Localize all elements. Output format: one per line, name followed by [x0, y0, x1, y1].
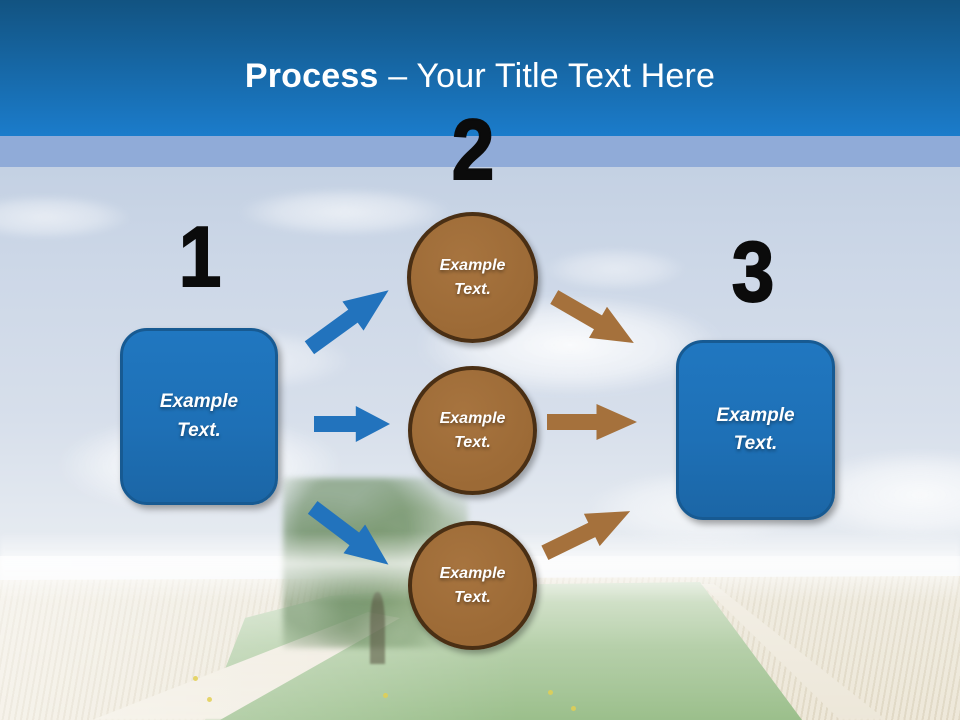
step-number-2: 2 — [451, 103, 495, 198]
flower-dot — [571, 706, 576, 711]
process-circle-3: Example Text. — [408, 521, 537, 650]
process-circle-2: Example Text. — [408, 366, 537, 495]
step-number-3: 3 — [731, 225, 775, 320]
tree-trunk — [370, 592, 385, 664]
slide-title: Process – Your Title Text Here — [245, 41, 715, 96]
start-box: Example Text. — [120, 328, 278, 505]
arrow-start-to-circle-1 — [299, 276, 399, 363]
start-box-label: Example Text. — [159, 391, 239, 441]
cloud — [240, 188, 450, 236]
arrow-start-to-circle-3 — [302, 493, 400, 579]
title-keyword: Process — [244, 56, 379, 95]
title-subtitle: – Your Title Text Here — [388, 56, 716, 95]
cloud — [0, 195, 130, 239]
flower-dot — [383, 693, 388, 698]
process-circle-2-label: Example Text. — [439, 410, 506, 451]
step-number-1: 1 — [178, 210, 222, 305]
flower-dot — [548, 690, 553, 695]
arrow-circle-3-to-end — [537, 495, 638, 569]
flower-dot — [207, 697, 212, 702]
process-circle-1: Example Text. — [407, 212, 538, 343]
process-circle-3-label: Example Text. — [439, 565, 506, 606]
cloud — [545, 248, 685, 290]
flower-dot — [193, 676, 198, 681]
header-accent-strip — [0, 136, 960, 167]
end-box: Example Text. — [676, 340, 835, 520]
arrow-circle-1-to-end — [545, 281, 643, 358]
arrow-circle-2-to-end — [547, 404, 637, 440]
title-bar: Process – Your Title Text Here — [0, 0, 960, 136]
arrow-start-to-circle-2 — [314, 406, 390, 442]
end-box-label: Example Text. — [716, 404, 795, 455]
process-circle-1-label: Example Text. — [439, 257, 506, 298]
